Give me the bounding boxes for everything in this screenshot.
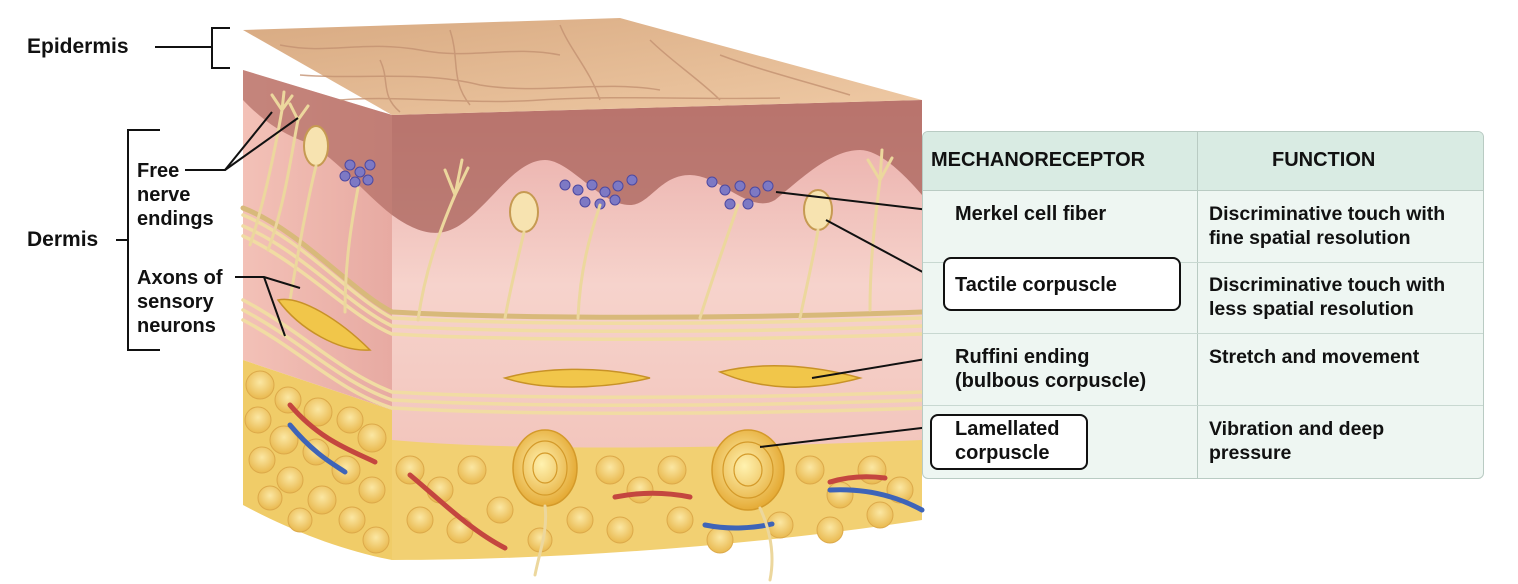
mechanoreceptor-table: MECHANORECEPTOR FUNCTION Merkel cell fib… [922,131,1484,479]
free-nerve-endings [248,90,894,322]
table-row-ruffini-receptor: Ruffini ending (bulbous corpuscle) [955,346,1147,392]
tactile-corpuscles [303,125,833,233]
table-row-merkel-function: Discriminative touch with fine spatial r… [1209,203,1446,249]
bracket-epidermis [155,27,230,69]
top-surface [243,18,922,115]
header-function: FUNCTION [1272,149,1376,171]
table-row-ruffini-function: Stretch and movement [1209,346,1420,368]
row-divider [923,333,1483,334]
row-divider [923,405,1483,406]
header-mechanoreceptor: MECHANORECEPTOR [931,149,1146,171]
table-row-lamellated-function: Vibration and deep pressure [1209,418,1385,464]
dermis-label: Dermis [27,228,99,251]
epidermis-label: Epidermis [27,35,129,58]
table-row-tactile-receptor: Tactile corpuscle [955,274,1117,296]
leader-lines-left [185,111,301,337]
table-row-merkel-receptor: Merkel cell fiber [955,203,1107,225]
ruffini-endings [276,298,863,388]
lamellated-corpuscle-box [930,414,1088,470]
merkel-cells [339,159,774,210]
table-header: MECHANORECEPTOR FUNCTION [923,132,1483,191]
front-epidermis-ridge [392,100,922,233]
merkel-fibers [343,186,740,320]
blood-vessels [287,402,925,551]
table-row-tactile-function: Discriminative touch with less spatial r… [1209,274,1446,320]
axons-label: Axons of sensory neurons [137,267,223,337]
top-surface-cracks [279,24,851,113]
table-row-lamellated-receptor: Lamellated corpuscle [955,418,1060,464]
tactile-corpuscle-box [943,257,1181,311]
axon-bundles [240,205,925,416]
free-nerve-endings-label: Free nerve endings [137,160,214,230]
row-divider [923,262,1483,263]
bracket-dermis [116,129,160,351]
column-divider [1197,132,1198,478]
